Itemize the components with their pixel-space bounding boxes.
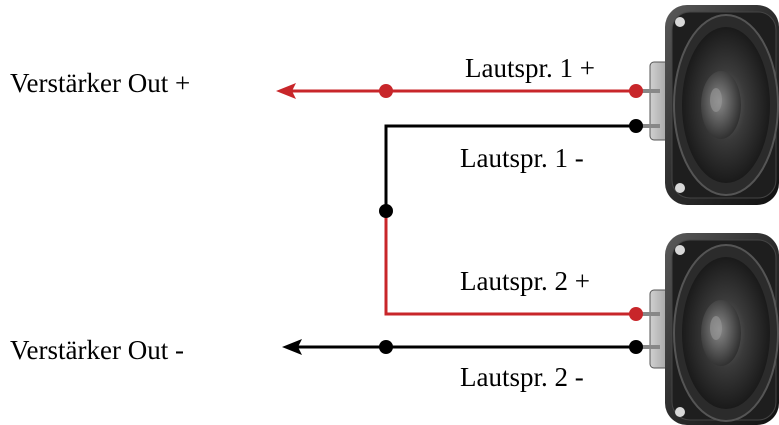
node-amp-minus (379, 340, 393, 354)
wire-junction-to-spk2-plus (384, 211, 636, 316)
wire-spk1-minus-to-junction (384, 124, 636, 211)
speaker-1-icon (649, 5, 779, 205)
label-amp-out-plus: Verstärker Out + (10, 68, 190, 98)
node-spk1-plus (629, 84, 643, 98)
label-spk2-plus: Lautspr. 2 + (460, 266, 590, 296)
node-spk2-minus (629, 340, 643, 354)
node-junction (379, 204, 393, 218)
label-spk1-minus: Lautspr. 1 - (460, 143, 584, 173)
node-amp-plus (379, 84, 393, 98)
arrow-left-icon (282, 339, 302, 355)
node-spk1-minus (629, 119, 643, 133)
label-spk2-minus: Lautspr. 2 - (460, 362, 584, 392)
label-spk1-plus: Lautspr. 1 + (465, 53, 595, 83)
label-amp-out-minus: Verstärker Out - (10, 335, 184, 365)
speaker-2-icon (649, 233, 779, 425)
arrow-left-icon (276, 83, 296, 99)
node-spk2-plus (629, 307, 643, 321)
